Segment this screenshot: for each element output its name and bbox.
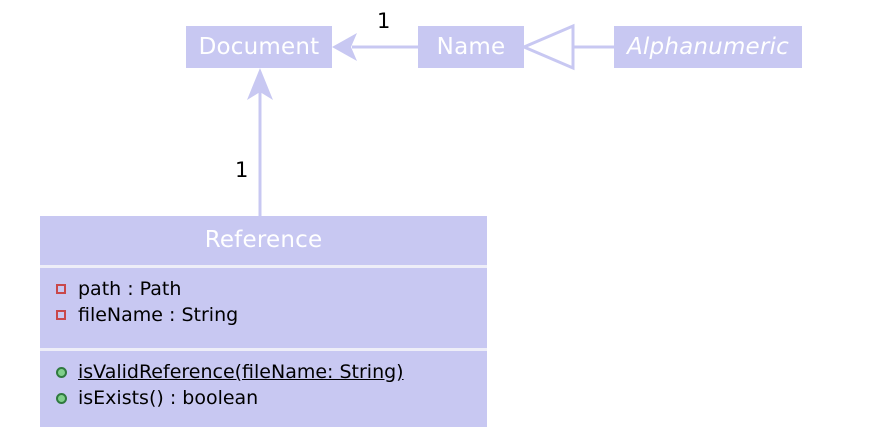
class-box-reference[interactable]: Reference path : Path fileName : String — [40, 216, 487, 427]
divider-title-attributes — [40, 265, 487, 268]
attribute-row[interactable]: path : Path — [40, 276, 487, 302]
attribute-label: fileName : String — [78, 303, 239, 326]
class-name-document: Document — [198, 33, 320, 60]
operation-label: isExists() : boolean — [78, 386, 259, 409]
connector-name-to-document — [332, 33, 418, 61]
class-name-alphanumeric: Alphanumeric — [627, 33, 789, 60]
hollow-triangle-icon — [520, 23, 575, 71]
class-box-name[interactable]: Name — [418, 26, 524, 68]
class-box-alphanumeric[interactable]: Alphanumeric — [614, 26, 802, 68]
connector-reference-to-document — [247, 68, 273, 216]
multiplicity-name-to-document: 1 — [377, 9, 391, 33]
class-name-name: Name — [436, 33, 506, 60]
private-square-icon — [56, 310, 74, 320]
public-circle-icon — [56, 366, 74, 378]
class-title-bar-reference: Reference — [40, 216, 487, 265]
private-square-icon — [56, 284, 74, 294]
public-circle-icon — [56, 392, 74, 404]
operation-row[interactable]: isValidReference(fileName: String) — [40, 359, 487, 385]
attributes-compartment-reference: path : Path fileName : String — [40, 268, 487, 348]
operation-row[interactable]: isExists() : boolean — [40, 385, 487, 411]
solid-arrow-icon — [247, 68, 273, 100]
attribute-label: path : Path — [78, 277, 182, 300]
operations-compartment-reference: isValidReference(fileName: String) isExi… — [40, 351, 487, 427]
divider-attributes-operations — [40, 348, 487, 351]
class-name-reference: Reference — [204, 227, 323, 253]
operation-label-static: isValidReference(fileName: String) — [78, 360, 404, 383]
multiplicity-reference-to-document: 1 — [235, 158, 249, 182]
class-box-document[interactable]: Document — [186, 26, 332, 68]
open-arrow-icon — [332, 33, 357, 61]
connector-alphanumeric-to-name — [520, 23, 614, 71]
attribute-row[interactable]: fileName : String — [40, 302, 487, 328]
